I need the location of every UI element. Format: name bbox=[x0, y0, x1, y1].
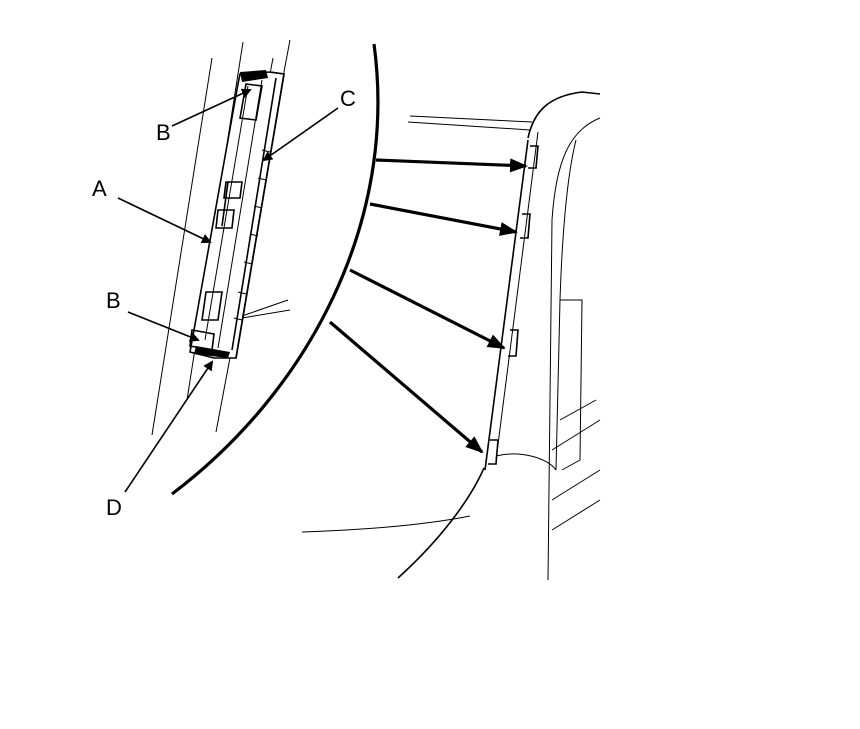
label-d: D bbox=[106, 495, 122, 520]
clip-3 bbox=[508, 329, 519, 357]
leader-a bbox=[117, 197, 212, 244]
arrow-clip-2 bbox=[369, 202, 518, 236]
arrow-clip-3 bbox=[349, 268, 506, 350]
vehicle-view bbox=[241, 91, 601, 581]
clip-1 bbox=[528, 145, 539, 169]
detail-view: B C A B D bbox=[92, 39, 356, 520]
leader-c bbox=[262, 107, 339, 162]
detail-boundary-arc bbox=[171, 43, 380, 496]
center-clip-1 bbox=[223, 181, 243, 199]
pillar-trim-outline bbox=[527, 91, 601, 139]
clip-2 bbox=[520, 213, 531, 239]
arrow-clip-1 bbox=[375, 158, 528, 173]
label-b-top: B bbox=[156, 120, 171, 145]
label-a: A bbox=[92, 176, 107, 201]
leader-d bbox=[124, 360, 214, 493]
trim-panel-a bbox=[189, 70, 285, 359]
leader-b-top bbox=[171, 88, 252, 127]
label-c: C bbox=[340, 86, 356, 111]
label-b-bottom: B bbox=[106, 288, 121, 313]
pillar-edge-line bbox=[241, 309, 291, 319]
arrow-clip-4 bbox=[328, 320, 484, 454]
pillar-outline-left bbox=[151, 57, 213, 436]
center-clip-2 bbox=[215, 209, 235, 229]
leader-b-bottom bbox=[127, 311, 200, 342]
upper-clip-b bbox=[240, 70, 268, 82]
clip-4 bbox=[488, 439, 499, 465]
